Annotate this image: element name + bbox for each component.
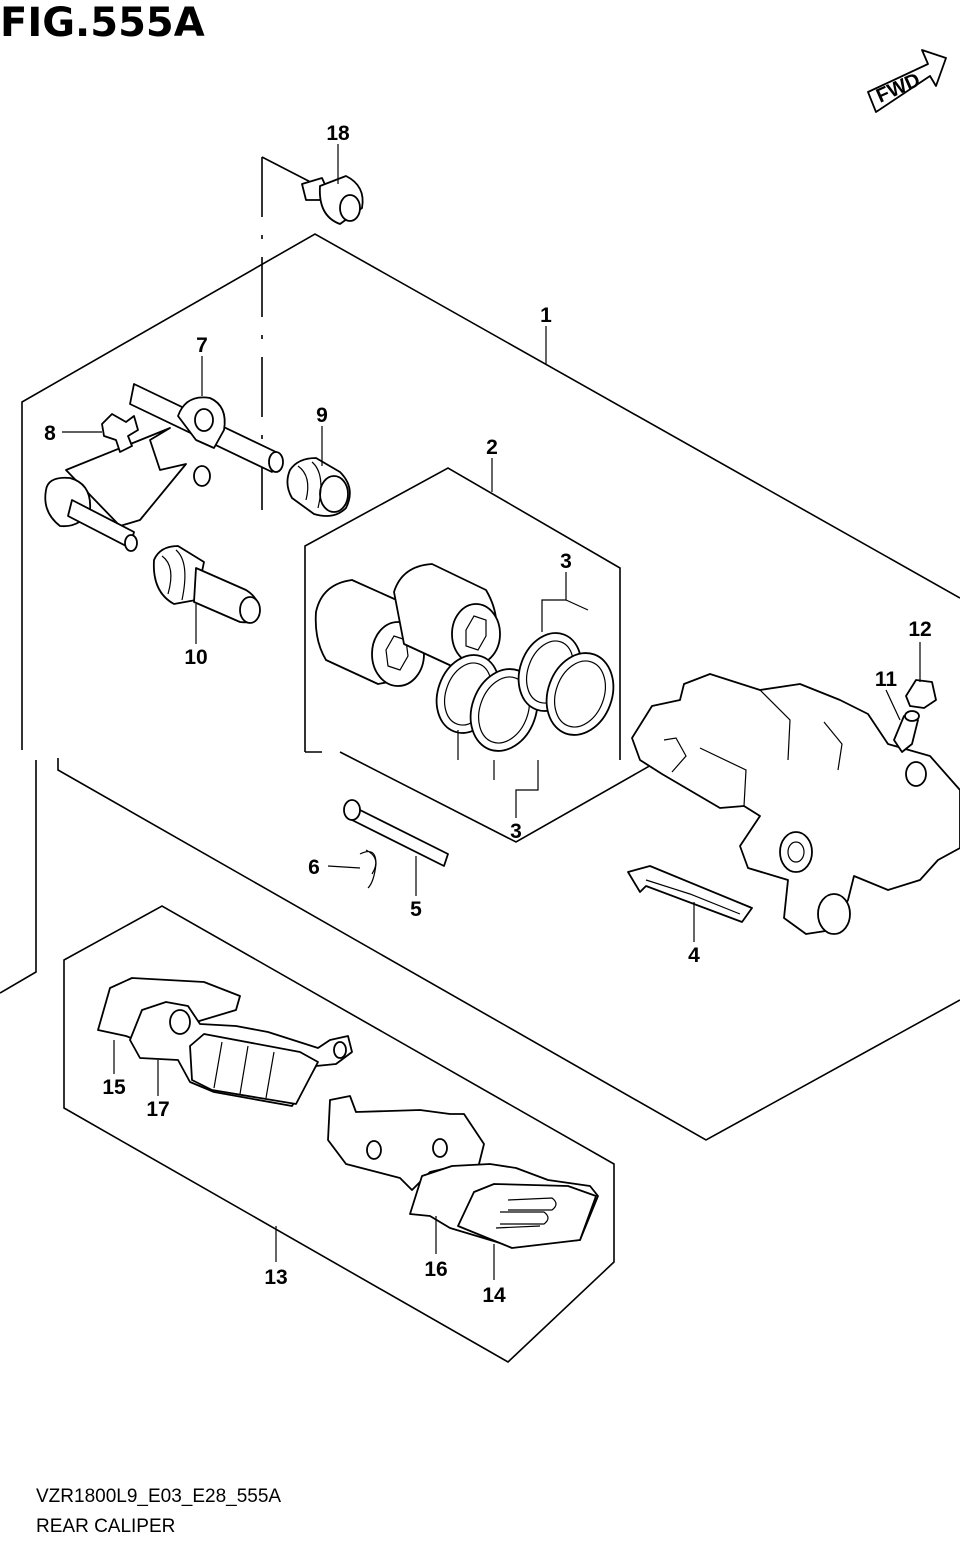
brake-pad-part (97, 977, 353, 1107)
callout-2: 2 (486, 436, 498, 459)
caliper-body-part (631, 673, 960, 935)
dust-boot-part (286, 457, 351, 517)
diagram-code: VZR1800L9_E03_E28_555A (36, 1486, 282, 1507)
forward-direction-arrow-icon: FWD (867, 49, 947, 113)
callout-3-lower: 3 (510, 820, 522, 843)
pad-pin-clip-part (359, 849, 377, 889)
bleeder-screw-part (893, 710, 920, 753)
forward-direction-label: FWD (873, 69, 924, 108)
caliper-bracket-part (44, 383, 284, 552)
brake-pad-part (327, 1095, 599, 1249)
callout-8: 8 (44, 422, 56, 445)
callout-6: 6 (308, 856, 320, 879)
callout-7: 7 (196, 334, 208, 357)
callout-10: 10 (184, 646, 207, 669)
callout-14: 14 (482, 1284, 506, 1307)
callout-18: 18 (326, 122, 350, 145)
figure-title: FIG.555A (0, 0, 205, 46)
bleeder-cap-part (905, 679, 937, 709)
bleeder-bolt-part (301, 175, 364, 225)
callout-3-upper: 3 (560, 550, 572, 573)
callout-13: 13 (264, 1266, 287, 1289)
diagram-name: REAR CALIPER (36, 1516, 176, 1537)
callout-5: 5 (410, 898, 422, 921)
callout-15: 15 (102, 1076, 126, 1099)
callout-17: 17 (146, 1098, 169, 1121)
callout-4: 4 (688, 944, 700, 967)
caliper-assembly-outline (0, 156, 960, 1141)
leader-lines (62, 144, 921, 1280)
callout-1: 1 (540, 304, 552, 327)
callout-12: 12 (908, 618, 931, 641)
slide-pin-boot-part (152, 545, 261, 624)
pad-spring-clip-part (101, 413, 139, 453)
pad-pin-part (343, 799, 449, 867)
callout-9: 9 (316, 404, 328, 427)
piston-part (314, 563, 501, 687)
piston-kit-outline (304, 467, 661, 843)
brake-pad-set-outline (63, 905, 615, 1363)
callout-11: 11 (875, 668, 898, 691)
callout-16: 16 (424, 1258, 447, 1281)
pad-spring-part (627, 865, 753, 923)
piston-seal-part (435, 632, 615, 752)
